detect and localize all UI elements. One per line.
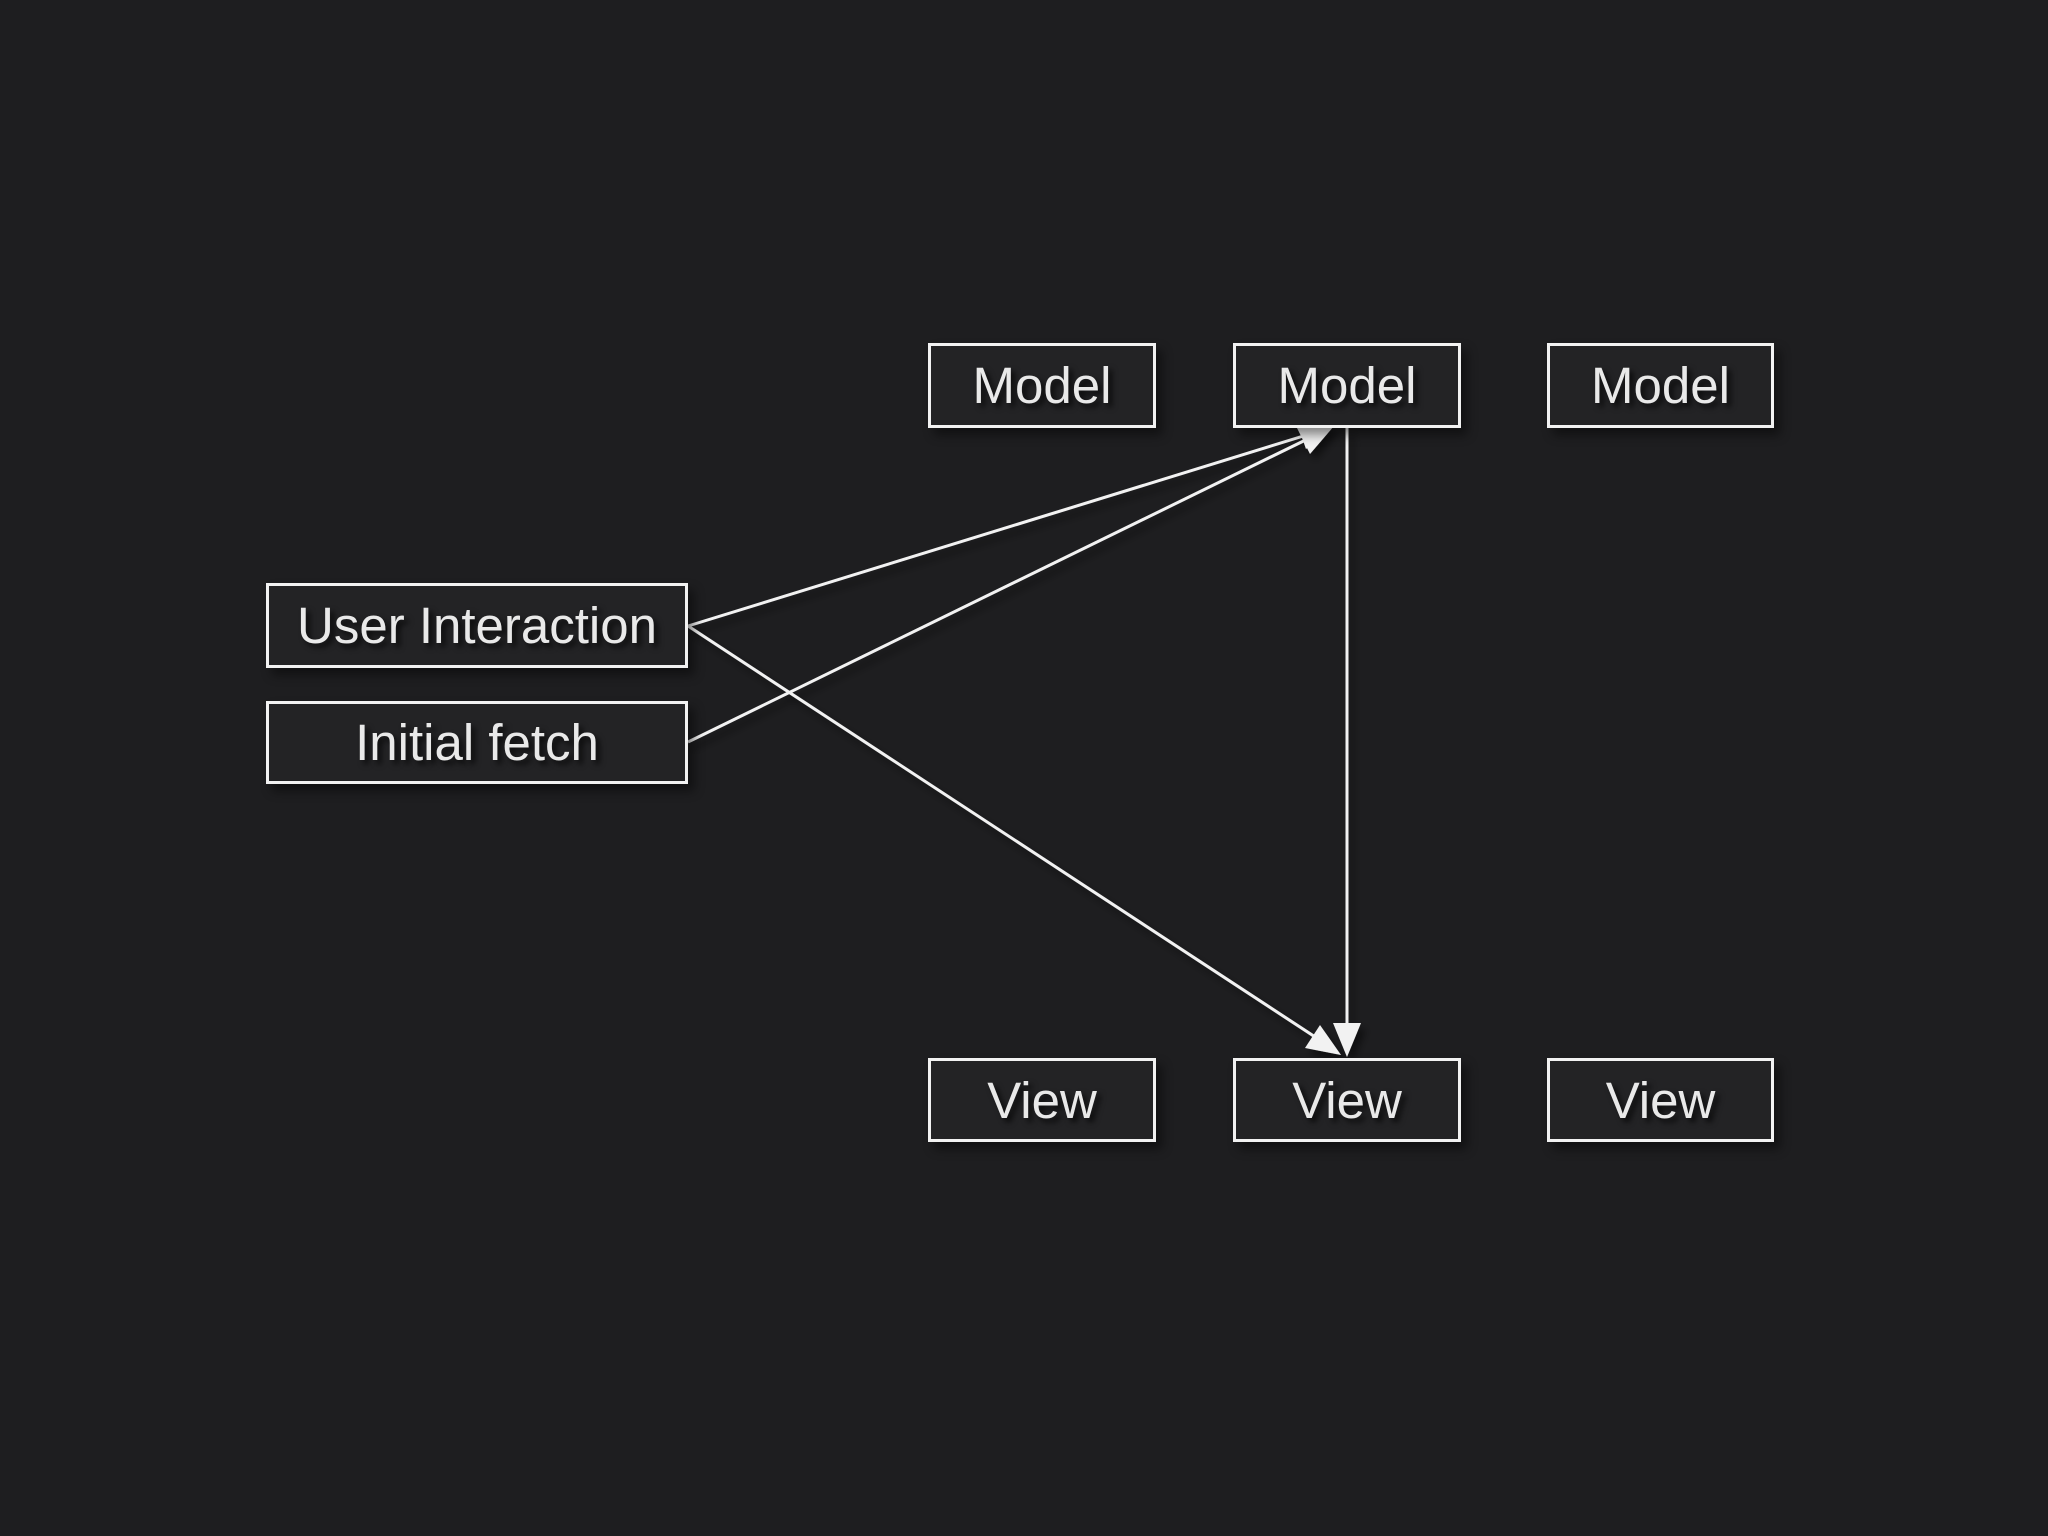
view-box-1: View — [928, 1058, 1156, 1142]
initial-fetch-label: Initial fetch — [355, 714, 599, 771]
view-box-3-label: View — [1605, 1071, 1716, 1129]
initial-fetch-box: Initial fetch — [266, 701, 688, 784]
arrowhead-initial-fetch-to-model — [1297, 426, 1334, 454]
view-box-2: View — [1233, 1058, 1461, 1142]
user-interaction-label: User Interaction — [297, 597, 657, 654]
model-box-1: Model — [928, 343, 1156, 428]
view-box-3: View — [1547, 1058, 1774, 1142]
arrow-user-interaction-to-view — [687, 624, 1333, 1050]
model-box-2-label: Model — [1277, 357, 1417, 414]
arrow-initial-fetch-to-model — [687, 428, 1327, 744]
user-interaction-box: User Interaction — [266, 583, 688, 668]
arrowhead-model-to-view — [1333, 1023, 1361, 1057]
model-box-3-label: Model — [1591, 357, 1730, 414]
model-box-1-label: Model — [972, 357, 1112, 414]
view-box-1-label: View — [987, 1071, 1097, 1129]
arrow-user-interaction-to-model — [687, 427, 1327, 628]
view-box-2-label: View — [1292, 1071, 1402, 1129]
model-box-2: Model — [1233, 343, 1461, 428]
model-box-3: Model — [1547, 343, 1774, 428]
arrowhead-user-interaction-to-view — [1305, 1025, 1341, 1055]
